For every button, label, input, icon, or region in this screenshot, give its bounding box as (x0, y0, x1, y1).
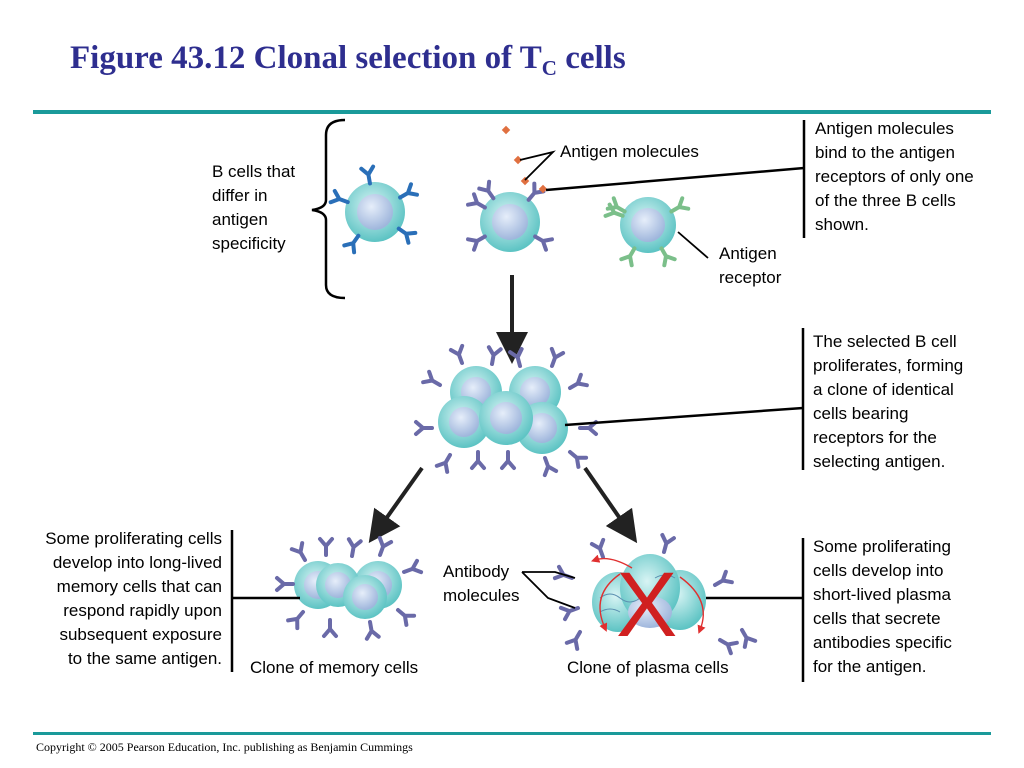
b-cell-clone (414, 343, 598, 478)
memory-cell-clone (275, 535, 424, 641)
clone-memory-label: Clone of memory cells (250, 658, 419, 677)
selected-leader (564, 406, 804, 427)
clone-plasma-label: Clone of plasma cells (567, 658, 729, 677)
antigen-molecules-label: Antigen molecules (560, 142, 699, 161)
copyright-footer: Copyright © 2005 Pearson Education, Inc.… (36, 740, 413, 754)
antigen-bind-leader (545, 166, 805, 192)
b-cell-blue (328, 164, 419, 255)
page-title: Figure 43.12 Clonal selection of TC cell… (70, 40, 626, 80)
rejection-x-mark: X (616, 554, 677, 656)
b-cell-selected (466, 179, 554, 252)
bottom-divider (33, 732, 991, 735)
arrow-left (368, 466, 424, 544)
b-cells-bracket (311, 118, 346, 300)
plasma-cell-clone (552, 532, 758, 656)
antigen-molecules-leader (519, 150, 556, 181)
b-cell-green (603, 196, 691, 268)
arrow-right (583, 466, 638, 544)
top-divider (33, 110, 991, 114)
antibody-leader (521, 571, 576, 609)
antigen-receptor-leader (677, 231, 709, 259)
